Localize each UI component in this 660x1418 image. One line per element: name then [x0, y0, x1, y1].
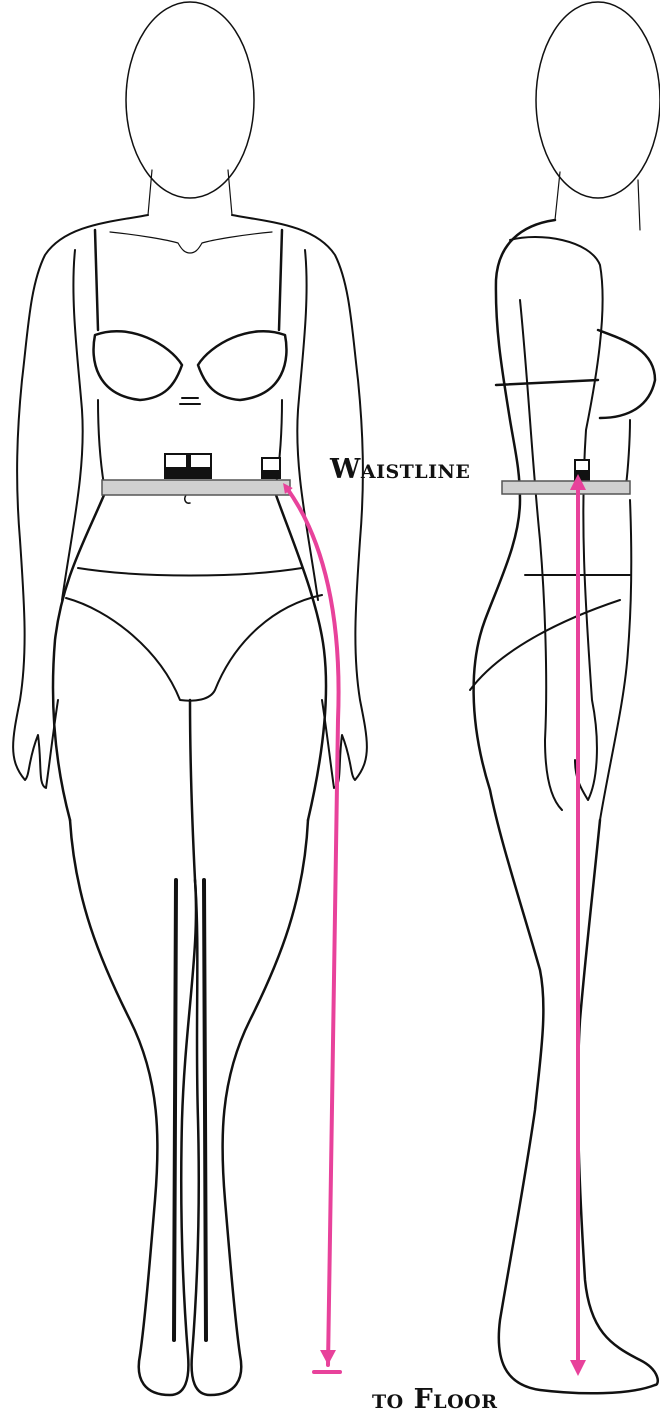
front-right-arm [232, 215, 367, 788]
front-figure [13, 2, 367, 1395]
waistline-label: Waistline [330, 454, 470, 485]
front-left-arm [13, 215, 148, 788]
front-bra [94, 331, 287, 400]
side-bra [496, 330, 655, 418]
front-waist-band [102, 480, 290, 495]
side-arm [510, 237, 603, 810]
front-hips [53, 495, 326, 820]
side-waist-band [502, 481, 630, 494]
side-panties [470, 575, 630, 690]
side-front-leg [578, 820, 658, 1385]
front-waist-tape [102, 454, 290, 495]
front-head [126, 2, 254, 198]
to-floor-label: to Floor [372, 1384, 498, 1415]
side-back [474, 220, 655, 1393]
front-neck [148, 170, 232, 215]
front-panties [66, 568, 322, 701]
side-waist-tape [502, 460, 630, 494]
side-figure [470, 2, 660, 1393]
front-right-leg [192, 820, 308, 1395]
front-measure-arrow [286, 487, 340, 1372]
side-head [536, 2, 660, 198]
